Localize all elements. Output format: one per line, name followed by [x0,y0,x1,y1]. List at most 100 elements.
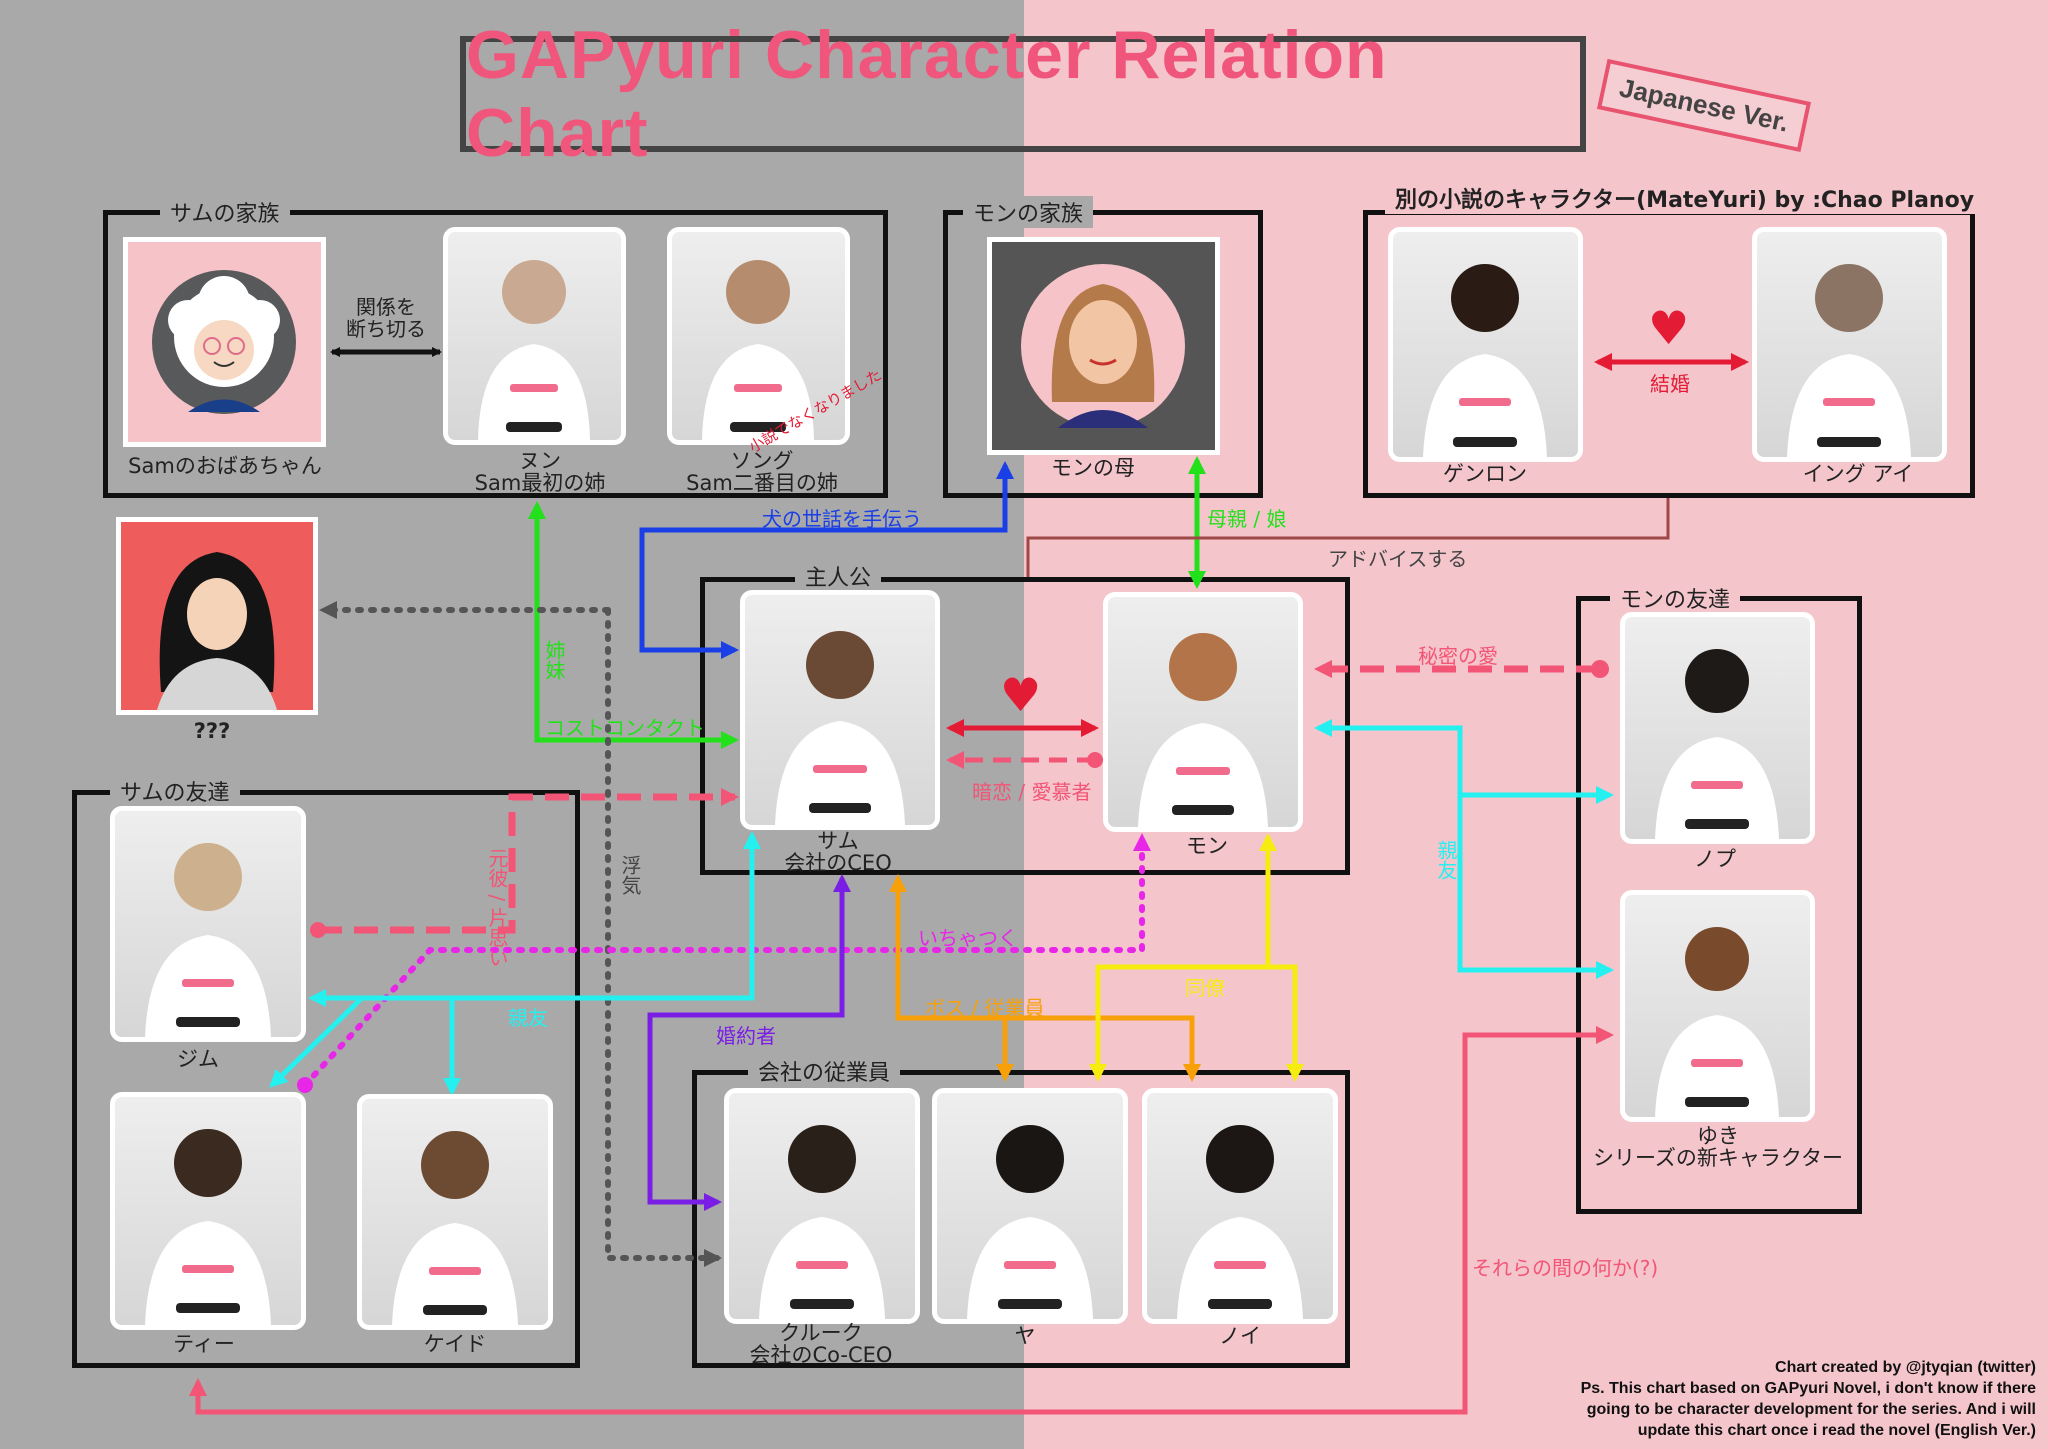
person-silhouette-icon [702,260,814,440]
photo-song [667,227,850,445]
person-silhouette-icon [1787,264,1911,457]
label-something-between: それらの間の何か(?) [1472,1256,1659,1280]
person-silhouette-icon [759,1125,885,1319]
label-admirer: 暗恋 / 愛慕者 [972,780,1092,804]
heart-icon: ♥ [1648,301,1690,355]
dot-flirting [297,1077,313,1093]
label-cut-ties: 関係を 断ち切る [346,296,426,340]
dot-admirer [1087,752,1103,768]
person-silhouette-icon [1423,264,1547,457]
name-unknown: ??? [193,719,231,743]
dot-secret-love [1591,660,1609,678]
name-yuki-line1: ゆき [1696,1124,1739,1148]
person-silhouette-icon [1138,633,1268,827]
name-gunlon: ゲンロン [1443,462,1527,486]
chart-title: GAPyuri Character Relation Chart [466,17,1388,171]
label-boss-employee: ボス / 従業員 [925,996,1045,1020]
person-silhouette-icon [1655,649,1779,839]
label-cut-ties-line1: 関係を [356,295,416,319]
link-best-friends-right [1314,719,1614,804]
person-silhouette-icon [392,1131,518,1325]
link-best-friends-left [308,831,761,1007]
dot-ex-crush [310,922,326,938]
link-advice [1026,498,1670,577]
person-silhouette-icon [967,1125,1093,1319]
woman-avatar-icon [1021,264,1185,428]
name-song-line1: ソング [730,449,794,473]
avatar-unknown [116,517,318,715]
photo-ing-ai [1752,227,1947,462]
photo-sam [740,590,940,830]
label-ex-crush: 元彼 / 片思い [485,848,509,968]
label-fiance: 婚約者 [716,1024,776,1048]
label-cost-contact: コストコンタクト [545,716,705,740]
name-sam-line2: 会社のCEO [784,851,892,875]
credit-line: going to be character development for th… [1586,1401,2036,1418]
photo-tee [110,1092,306,1330]
label-married: 結婚 [1650,372,1690,396]
link-sibling [528,501,739,749]
photo-mon [1103,592,1303,832]
person-silhouette-icon [478,260,590,440]
photo-jim [110,806,306,1042]
photo-nop [1620,612,1815,844]
name-kluke: クルーク 会社のCo-CEO [750,1322,893,1366]
photo-kade [357,1094,553,1330]
person-silhouette-icon [1655,927,1779,1117]
link-colleagues [1089,833,1277,1082]
credit-line: update this chart once i read the novel … [1637,1422,2036,1439]
label-best-friend-left: 親友 [508,1006,548,1030]
name-noi: ノイ [1219,1324,1261,1348]
name-mon: モン [1186,834,1228,858]
name-tee: ティー [173,1332,235,1356]
name-jim: ジム [177,1047,219,1071]
label-best-friend-right: 親友 [1434,840,1458,880]
person-silhouette-icon [775,631,905,825]
name-ing-ai: イング アイ [1802,462,1914,486]
credits: Chart created by @jtyqian (twitter) Ps. … [1581,1357,2036,1441]
group-title-sam-family: サムの家族 [160,196,290,228]
label-secret-love: 秘密の愛 [1418,644,1498,668]
label-flirting: いちゃつく [918,926,1018,950]
link-ex-crush [318,788,739,934]
photo-ya [932,1088,1128,1324]
group-mon-family [943,210,1263,498]
label-dog-care: 犬の世話を手伝う [762,507,922,531]
group-title-mon-friends: モンの友達 [1610,582,1741,614]
grandma-icon [152,270,296,414]
person-silhouette-icon [1177,1125,1303,1319]
credit-line: Ps. This chart based on GAPyuri Novel, i… [1580,1380,2036,1397]
name-mon-mother: モンの母 [1051,456,1135,480]
name-yuki: ゆき シリーズの新キャラクター [1593,1125,1843,1169]
group-title-mon-family: モンの家族 [963,196,1094,228]
name-nun: ヌン Sam最初の姉 [475,450,606,494]
link-best-friends-yuki [1457,795,1614,979]
avatar-grandma [123,237,326,447]
person-silhouette-icon [145,843,271,1037]
label-mother-daughter: 母親 / 娘 [1207,507,1287,531]
name-song: ソング Sam二番目の姉 [686,450,838,494]
group-title-other-novel: 別の小説のキャラクター(MateYuri) by :Chao Planoy [1385,182,1985,214]
photo-gunlon [1388,227,1583,462]
label-advice: アドバイスする [1328,547,1468,571]
link-boss-employee [889,874,1201,1082]
name-kluke-line1: クルーク [779,1321,863,1345]
unknown-person-icon [157,552,277,710]
avatar-mon-mother [987,237,1220,455]
name-sam: サム 会社のCEO [784,830,891,874]
name-kluke-line2: 会社のCo-CEO [749,1343,893,1367]
link-colleagues-noi [1268,964,1304,1082]
name-grandma: Samのおばあちゃん [128,454,322,478]
link-something-between [189,1026,1614,1415]
name-nop: ノプ [1694,847,1736,871]
name-kade: ケイド [423,1332,487,1356]
name-nun-line2: Sam最初の姉 [474,471,606,495]
label-cut-ties-line2: 断ち切る [346,317,426,341]
photo-noi [1142,1088,1338,1324]
photo-yuki [1620,890,1815,1122]
person-silhouette-icon [145,1129,271,1325]
name-ya: ヤ [1014,1324,1036,1348]
heart-icon: ♥ [1000,668,1042,722]
label-sibling: 姉妹 [542,640,566,680]
label-colleagues: 同僚 [1185,976,1225,1000]
